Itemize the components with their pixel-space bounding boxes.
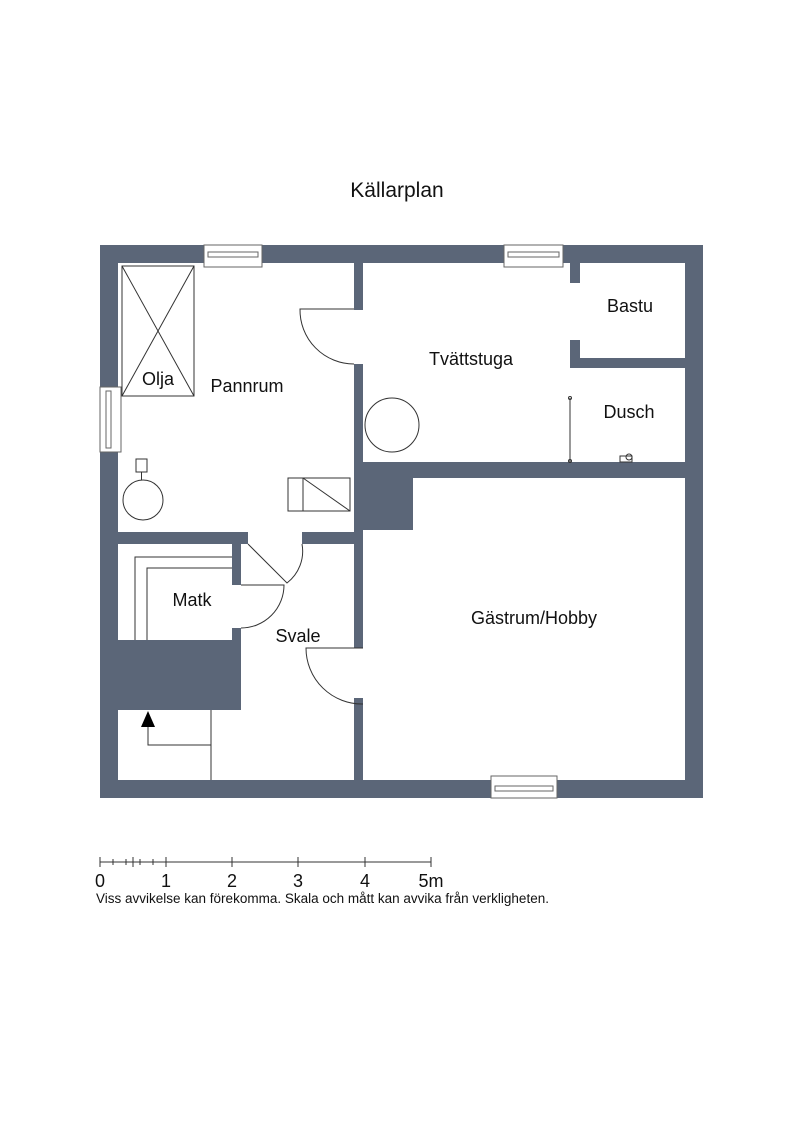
plan-title: Källarplan: [350, 179, 443, 202]
windows: [99, 244, 564, 799]
walls: [100, 245, 703, 798]
window-bottom: [490, 775, 558, 799]
door-svale: [305, 647, 364, 705]
door-matk: [240, 584, 285, 629]
room-label-gastrum: Gästrum/Hobby: [471, 608, 597, 628]
room-label-olja: Olja: [142, 369, 175, 389]
window-left: [99, 386, 122, 453]
oil-tank: [121, 265, 195, 397]
disclaimer: Viss avvikelse kan förekomma. Skala och …: [96, 891, 549, 906]
room-label-tvattstuga: Tvättstuga: [429, 349, 514, 369]
scale-bar: 0 1 2 3 4 5m: [95, 857, 444, 891]
shower-curtain: [568, 396, 572, 463]
fixtures: [121, 265, 633, 780]
window-top-left: [203, 244, 263, 268]
arrow-up-icon: [141, 711, 155, 727]
boiler: [122, 458, 164, 521]
window-top-right: [503, 244, 564, 268]
shower-faucet: [619, 453, 633, 463]
room-label-pannrum: Pannrum: [210, 376, 283, 396]
scale-tick-4: 4: [360, 871, 370, 891]
room-label-dusch: Dusch: [603, 402, 654, 422]
stairs-up: [141, 710, 212, 780]
scale-tick-0: 0: [95, 871, 105, 891]
room-label-matk: Matk: [172, 590, 212, 610]
door-pannrum-svale: [247, 543, 304, 584]
room-label-bastu: Bastu: [607, 296, 653, 316]
scale-tick-2: 2: [227, 871, 237, 891]
scale-tick-3: 3: [293, 871, 303, 891]
bench: [287, 477, 351, 512]
doors: [240, 308, 364, 705]
scale-tick-5: 5m: [418, 871, 443, 891]
door-pannrum: [299, 308, 355, 365]
scale-tick-1: 1: [161, 871, 171, 891]
room-label-svale: Svale: [275, 626, 320, 646]
washing-machine: [364, 397, 420, 453]
stairs-matk: [134, 556, 232, 640]
